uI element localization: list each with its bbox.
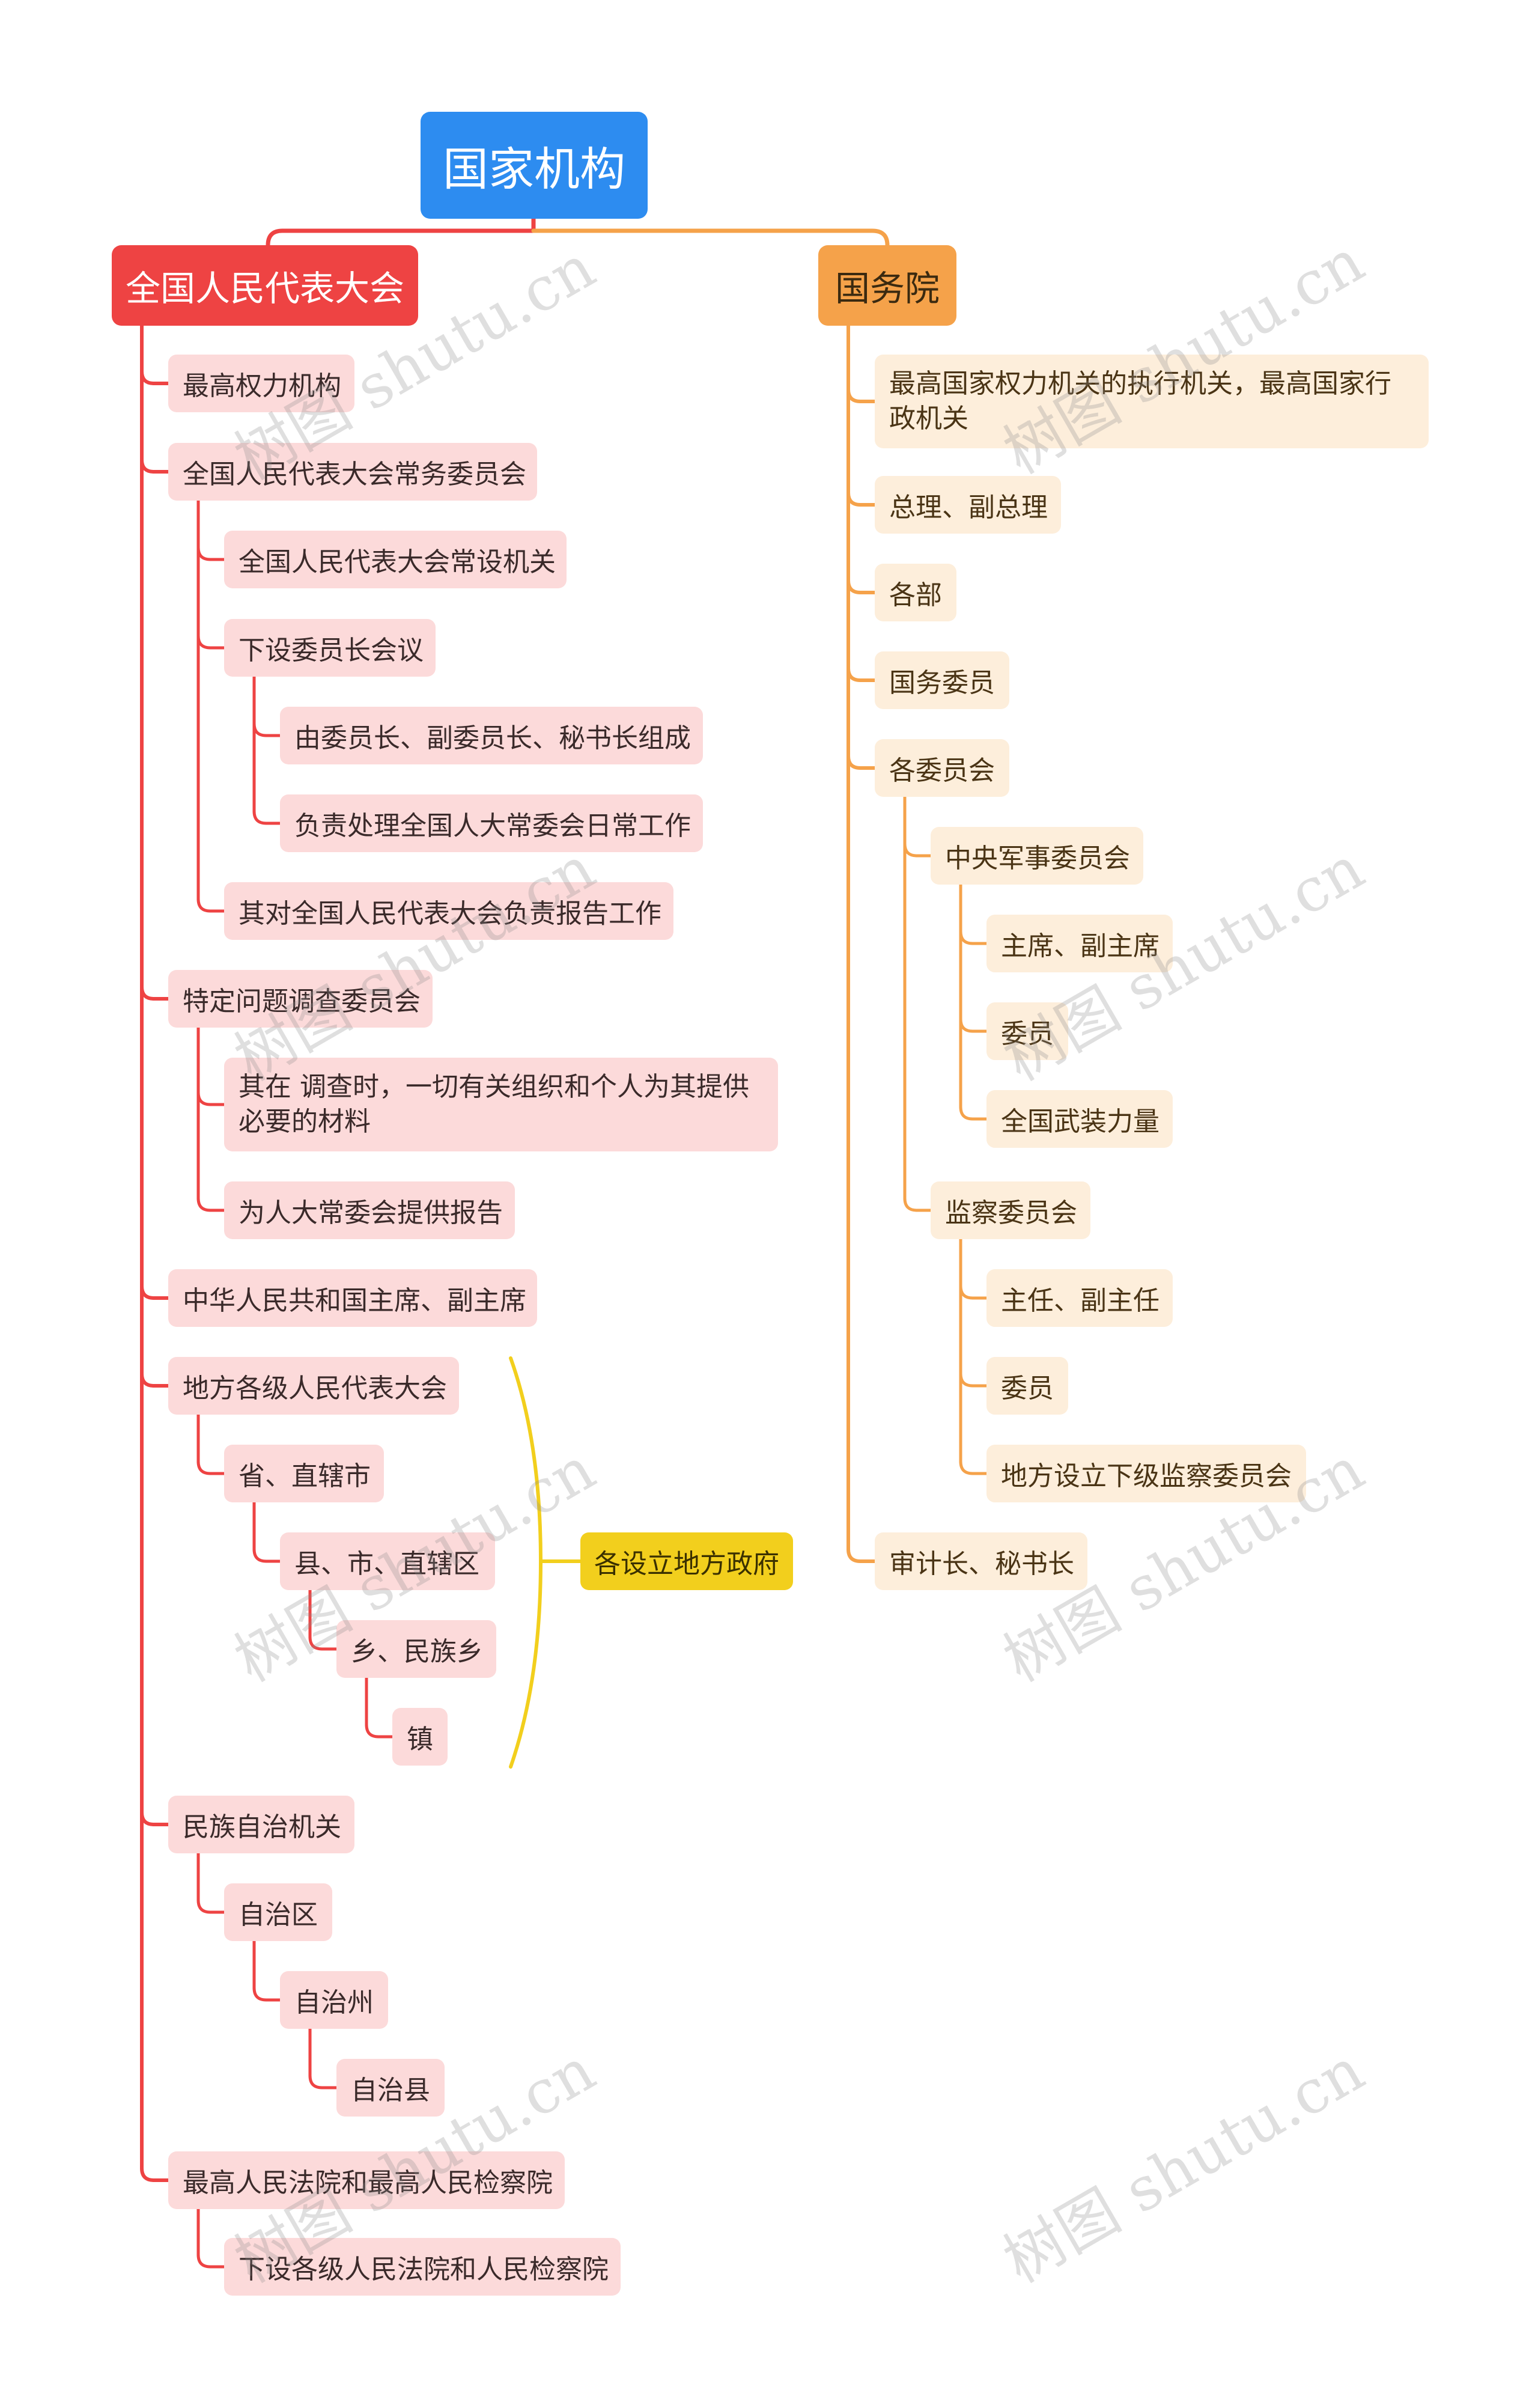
prefecture-children-elbow	[308, 2074, 338, 2089]
node-local-congress[interactable]: 地方各级人民代表大会	[168, 1357, 459, 1415]
courts-children-elbow	[196, 2253, 226, 2269]
local-children-elbow	[196, 1460, 226, 1475]
sc-level1-elbow	[847, 1547, 877, 1563]
commission-children-elbow	[903, 1196, 932, 1212]
node-daily-work[interactable]: 负责处理全国人大常委会日常工作	[280, 794, 703, 852]
province-children-elbow	[252, 1547, 282, 1563]
node-supervision[interactable]: 监察委员会	[931, 1181, 1090, 1239]
node-province[interactable]: 省、直辖市	[224, 1445, 384, 1502]
node-sup-director[interactable]: 主任、副主任	[986, 1269, 1173, 1327]
node-local-supervision[interactable]: 地方设立下级监察委员会	[986, 1445, 1306, 1502]
npc-level1-elbow	[140, 370, 170, 385]
node-president[interactable]: 中华人民共和国主席、副主席	[168, 1269, 537, 1327]
node-autonomous-prefecture[interactable]: 自治州	[280, 1971, 388, 2029]
node-auditor[interactable]: 审计长、秘书长	[875, 1532, 1087, 1590]
node-sup-members[interactable]: 委员	[986, 1357, 1068, 1415]
sc-level1-elbow	[847, 754, 877, 770]
node-county[interactable]: 县、市、直辖区	[280, 1532, 495, 1590]
node-armed-forces[interactable]: 全国武装力量	[986, 1090, 1173, 1148]
root-node[interactable]: 国家机构	[421, 112, 648, 219]
summary-brace	[509, 1356, 543, 1769]
supervision-children-elbow	[959, 1284, 988, 1300]
cmc-children-elbow	[959, 1105, 988, 1121]
node-permanent-organ[interactable]: 全国人民代表大会常设机关	[224, 531, 567, 588]
node-autonomous-region[interactable]: 自治区	[224, 1883, 332, 1941]
node-commissions[interactable]: 各委员会	[875, 739, 1009, 797]
npc-level1-elbow	[140, 1811, 170, 1826]
node-town[interactable]: 镇	[392, 1708, 448, 1766]
township-children-elbow	[365, 1723, 394, 1739]
autonomous-children-elbow	[196, 1898, 226, 1914]
sc-level1-elbow	[847, 666, 877, 682]
inquiry-children-elbow	[196, 1196, 226, 1212]
npc-level1-elbow	[140, 1284, 170, 1300]
meeting-children-elbow	[252, 809, 282, 825]
npc-level1-elbow	[140, 1372, 170, 1388]
node-cmc[interactable]: 中央军事委员会	[931, 827, 1143, 885]
root-to-npc-line	[266, 216, 536, 248]
node-cmc-chair[interactable]: 主席、副主席	[986, 915, 1173, 972]
npc-level1-elbow	[140, 458, 170, 474]
cmc-children-elbow	[959, 930, 988, 945]
node-composed-of[interactable]: 由委员长、副委员长、秘书长组成	[280, 707, 703, 764]
supervision-children-elbow	[959, 1372, 988, 1388]
node-cmc-members[interactable]: 委员	[986, 1002, 1068, 1060]
region-children-elbow	[252, 1986, 282, 2002]
standing-children-elbow	[196, 546, 226, 561]
sc-level1-elbow	[847, 579, 877, 594]
node-premier[interactable]: 总理、副总理	[875, 476, 1061, 534]
meeting-children-elbow	[252, 722, 282, 737]
branch-npc[interactable]: 全国人民代表大会	[112, 245, 418, 326]
node-councilors[interactable]: 国务委员	[875, 651, 1009, 709]
commission-children-elbow	[903, 842, 932, 858]
node-special-inquiry[interactable]: 特定问题调查委员会	[168, 970, 433, 1028]
node-ministries[interactable]: 各部	[875, 564, 956, 621]
branch-state-council[interactable]: 国务院	[818, 245, 956, 326]
node-autonomous-organs[interactable]: 民族自治机关	[168, 1796, 354, 1853]
node-supreme-power[interactable]: 最高权力机构	[168, 355, 354, 412]
standing-children-elbow	[196, 897, 226, 913]
node-courts[interactable]: 最高人民法院和最高人民检察院	[168, 2151, 565, 2209]
cmc-children-elbow	[959, 1017, 988, 1033]
sc-level1-elbow	[847, 491, 877, 507]
node-report-to-standing[interactable]: 为人大常委会提供报告	[224, 1181, 515, 1239]
inquiry-children-elbow	[196, 1091, 226, 1106]
node-executive[interactable]: 最高国家权力机关的执行机关，最高国家行政机关	[875, 355, 1429, 448]
supervision-children-elbow	[959, 1460, 988, 1475]
npc-level1-elbow	[140, 985, 170, 1001]
sc-level1-elbow	[847, 388, 877, 403]
node-standing-committee[interactable]: 全国人民代表大会常务委员会	[168, 443, 537, 501]
npc-level1-elbow	[140, 2166, 170, 2182]
node-lower-courts[interactable]: 下设各级人民法院和人民检察院	[224, 2238, 621, 2296]
summary-local-government[interactable]: 各设立地方政府	[580, 1532, 793, 1590]
node-report-to-npc[interactable]: 其对全国人民代表大会负责报告工作	[224, 882, 673, 940]
standing-children-elbow	[196, 634, 226, 650]
county-children-elbow	[308, 1635, 338, 1651]
node-autonomous-county[interactable]: 自治县	[336, 2059, 445, 2117]
node-chairmen-meeting[interactable]: 下设委员长会议	[224, 619, 436, 677]
root-to-state-council-line	[531, 228, 890, 248]
node-township[interactable]: 乡、民族乡	[336, 1620, 496, 1678]
node-provide-materials[interactable]: 其在 调查时，一切有关组织和个人为其提供必要的材料	[224, 1058, 778, 1151]
